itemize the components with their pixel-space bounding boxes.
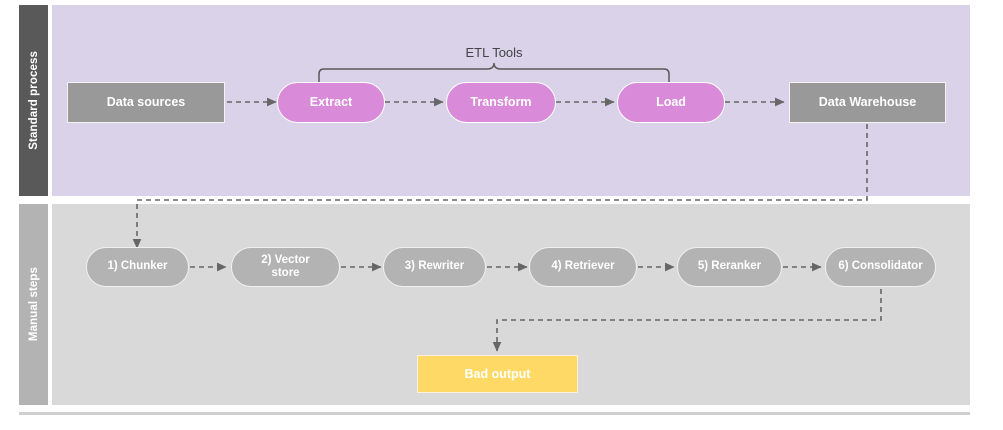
node-chunker-label: 1) Chunker xyxy=(107,260,168,273)
node-rewriter-label: 3) Rewriter xyxy=(404,260,465,273)
lane-manual-steps-label: Manual steps xyxy=(27,267,40,342)
node-retriever[interactable]: 4) Retriever xyxy=(529,247,637,287)
node-load-label: Load xyxy=(656,95,686,110)
node-rewriter[interactable]: 3) Rewriter xyxy=(383,247,486,287)
node-chunker[interactable]: 1) Chunker xyxy=(86,247,189,287)
node-reranker-label: 5) Reranker xyxy=(697,260,762,273)
node-data-sources-label: Data sources xyxy=(106,95,186,110)
node-bad-output[interactable]: Bad output xyxy=(417,355,578,393)
lane-standard-process-header: Standard process xyxy=(19,5,48,196)
lane-manual-steps-header: Manual steps xyxy=(19,204,48,405)
lane-standard-process-label: Standard process xyxy=(27,51,40,150)
node-consolidator[interactable]: 6) Consolidator xyxy=(825,247,936,287)
node-extract-label: Extract xyxy=(309,95,353,110)
node-vector-store-label: 2) Vector store xyxy=(261,253,310,279)
node-transform[interactable]: Transform xyxy=(446,82,556,123)
node-bad-output-label: Bad output xyxy=(464,366,531,381)
node-extract[interactable]: Extract xyxy=(277,82,385,123)
node-transform-label: Transform xyxy=(470,95,532,110)
node-data-warehouse[interactable]: Data Warehouse xyxy=(789,82,946,123)
node-retriever-label: 4) Retriever xyxy=(551,260,615,273)
node-vector-store[interactable]: 2) Vector store xyxy=(231,247,340,287)
node-data-sources[interactable]: Data sources xyxy=(67,82,225,123)
bottom-divider xyxy=(19,412,970,415)
node-load[interactable]: Load xyxy=(617,82,725,123)
etl-tools-annotation: ETL Tools xyxy=(434,45,554,60)
node-data-warehouse-label: Data Warehouse xyxy=(818,95,917,110)
node-consolidator-label: 6) Consolidator xyxy=(838,260,923,273)
node-reranker[interactable]: 5) Reranker xyxy=(677,247,782,287)
etl-tools-annotation-label: ETL Tools xyxy=(465,45,523,60)
